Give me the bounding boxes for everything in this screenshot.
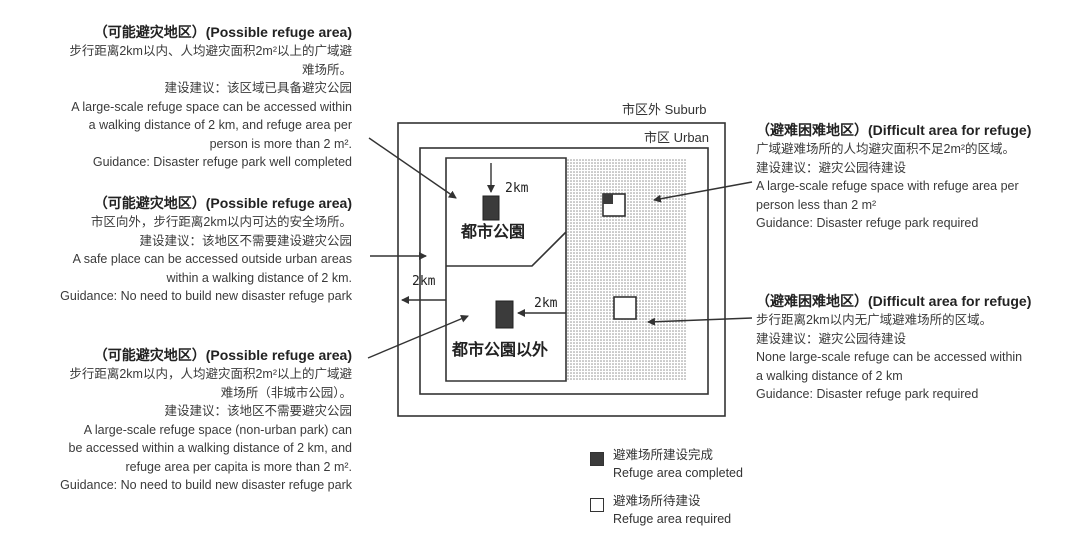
note-line: 广域避难场所的人均避灾面积不足2m²的区域。 (756, 142, 1016, 156)
note-line: A safe place can be accessed outside urb… (72, 252, 352, 266)
leader-top-left (368, 137, 457, 199)
urban-label: 市区 Urban (644, 130, 709, 145)
difficult-area (566, 158, 686, 381)
park-required-right (613, 296, 637, 320)
note-line: 建设建议：该地区不需要避灾公园 (164, 404, 352, 418)
note-line: 难场所。 (301, 62, 352, 77)
note-line: None large-scale refuge can be accessed … (756, 350, 1023, 364)
note-line: 建设建议：该区域已具备避灾公园 (164, 81, 352, 95)
dist-top-label: 2km (505, 181, 529, 196)
park-partial-fill (603, 194, 613, 204)
legend-completed-cn: 避难场所建设完成 (613, 448, 714, 462)
note-top-left: （可能避灾地区）(Possible refuge area) 步行距离2km以内… (0, 22, 352, 172)
note-line: person less than 2 m² (756, 197, 877, 212)
legend-required-cn: 避难场所待建设 (613, 494, 701, 508)
leader-bottom-right (647, 317, 753, 326)
note-line: 难场所（非城市公园）。 (220, 385, 352, 400)
leader-top-right (653, 181, 753, 203)
note-line: 步行距离2km以内，人均避灾面积2m²以上的广域避 (69, 367, 352, 381)
possible-area-outline (445, 157, 567, 382)
legend-filled-swatch (590, 452, 604, 466)
legend-required-en: Refuge area required (613, 512, 732, 526)
note-line: 建设建议：该地区不需要建设避灾公园 (139, 233, 352, 248)
legend-empty-swatch (590, 498, 604, 512)
park-completed-bottom (495, 300, 514, 329)
note-line: Guidance: Disaster refuge park well comp… (92, 155, 352, 169)
note-line: be accessed within a walking distance of… (68, 441, 353, 455)
park-label: 都市公園 (460, 222, 525, 241)
note-line: A large-scale refuge space with refuge a… (756, 179, 1019, 193)
note-title: （可能避灾地区）(Possible refuge area) (93, 347, 352, 363)
note-line: Guidance: No need to build new disaster … (60, 289, 352, 303)
note-mid-left: （可能避灾地区）(Possible refuge area) 市区向外，步行距离… (0, 193, 352, 306)
park-completed-top (482, 195, 500, 221)
leader-bottom-left (367, 315, 469, 359)
note-line: person is more than 2 m². (209, 136, 352, 151)
note-title: （避难困难地区）(Difficult area for refuge) (756, 293, 1032, 309)
note-line: refuge area per capita is more than 2 m²… (125, 459, 352, 474)
legend-completed-en: Refuge area completed (613, 466, 743, 480)
note-line: within a walking distance of 2 km. (166, 270, 352, 285)
legend-required: 避难场所待建设 Refuge area required (590, 492, 731, 528)
note-top-right: （避难困难地区）(Difficult area for refuge) 广域避难… (756, 120, 1076, 233)
note-title: （可能避灾地区）(Possible refuge area) (93, 24, 352, 40)
suburb-boundary (397, 122, 726, 417)
note-line: 步行距离2km以内无广域避难场所的区域。 (756, 313, 993, 327)
dist-left-label: 2km (412, 274, 436, 289)
note-title: （可能避灾地区）(Possible refuge area) (93, 195, 352, 211)
note-bottom-left: （可能避灾地区）(Possible refuge area) 步行距离2km以内… (0, 345, 352, 495)
note-line: Guidance: No need to build new disaster … (60, 478, 352, 492)
suburb-label: 市区外 Suburb (622, 102, 707, 117)
urban-boundary (419, 147, 709, 395)
note-line: A large-scale refuge space can be access… (71, 99, 352, 114)
note-title: （避难困难地区）(Difficult area for refuge) (756, 122, 1032, 138)
note-line: 建设建议：避灾公园待建设 (756, 160, 907, 175)
note-bottom-right: （避难困难地区）(Difficult area for refuge) 步行距离… (756, 291, 1076, 404)
note-line: Guidance: Disaster refuge park required (756, 387, 979, 401)
note-line: 市区向外，步行距离2km以内可达的安全场所。 (90, 215, 352, 229)
note-line: Guidance: Disaster refuge park required (756, 216, 979, 230)
non-park-label: 都市公園以外 (451, 340, 548, 359)
note-line: 建设建议：避灾公园待建设 (756, 331, 907, 346)
legend-completed: 避难场所建设完成 Refuge area completed (590, 446, 743, 482)
dist-mid-label: 2km (534, 296, 558, 311)
note-line: a walking distance of 2 km (756, 368, 903, 383)
note-line: A large-scale refuge space (non-urban pa… (83, 422, 352, 437)
note-line: 步行距离2km以内、人均避灾面积2m²以上的广域避 (69, 44, 352, 58)
note-line: a walking distance of 2 km, and refuge a… (88, 118, 352, 132)
